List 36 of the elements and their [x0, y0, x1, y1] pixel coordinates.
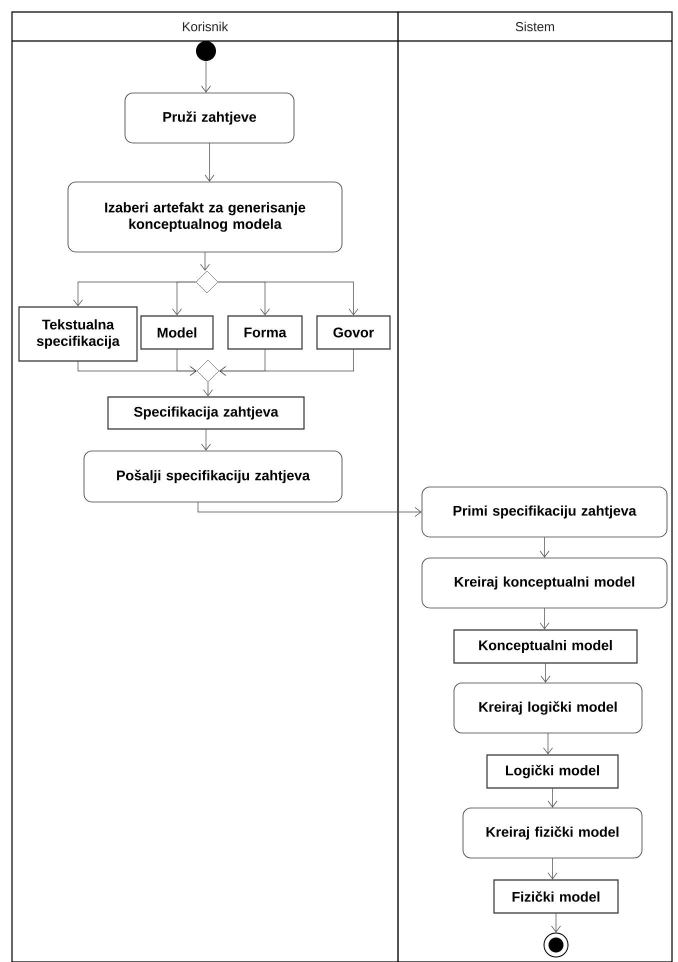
action-box: Pruži zahtjeve [124, 92, 294, 144]
object-box: Fizički model [493, 879, 619, 914]
arrow [551, 913, 561, 932]
arrow [201, 60, 211, 93]
arrow [543, 733, 553, 754]
object-box: Govor [316, 315, 391, 350]
action-box: Izaberi artefakt za generisanje konceptualnog modela [68, 182, 342, 252]
arrow [219, 349, 354, 376]
arrow [203, 382, 213, 396]
arrow [200, 252, 210, 271]
arrow [548, 788, 558, 808]
end-node [544, 932, 568, 958]
arrow [204, 143, 214, 182]
object-box: Konceptualni model [453, 629, 638, 664]
arrow [198, 502, 422, 517]
object-box: Model [140, 315, 214, 350]
action-box: Kreiraj konceptualni model [422, 558, 668, 608]
object-box: Forma [227, 315, 303, 350]
start-node [196, 41, 216, 61]
arrow [201, 429, 211, 451]
arrow [540, 608, 550, 630]
arrow [540, 663, 550, 683]
action-box: Kreiraj fizički model [462, 808, 642, 858]
arrow [176, 349, 197, 376]
arrow [540, 537, 550, 558]
decision-diamond [196, 360, 220, 382]
decision-diamond [196, 270, 218, 294]
object-box: Specifikacija zahtjeva [107, 396, 305, 430]
object-box: Logički model [486, 754, 619, 789]
action-box: Pošalji specifikaciju zahtjeva [84, 450, 342, 502]
action-box: Primi specifikaciju zahtjeva [422, 486, 668, 538]
action-box: Kreiraj logički model [454, 682, 642, 734]
arrow [172, 282, 196, 316]
object-box: Tekstualna specifikacija [18, 306, 138, 362]
arrow [218, 282, 358, 316]
arrow [548, 858, 558, 880]
